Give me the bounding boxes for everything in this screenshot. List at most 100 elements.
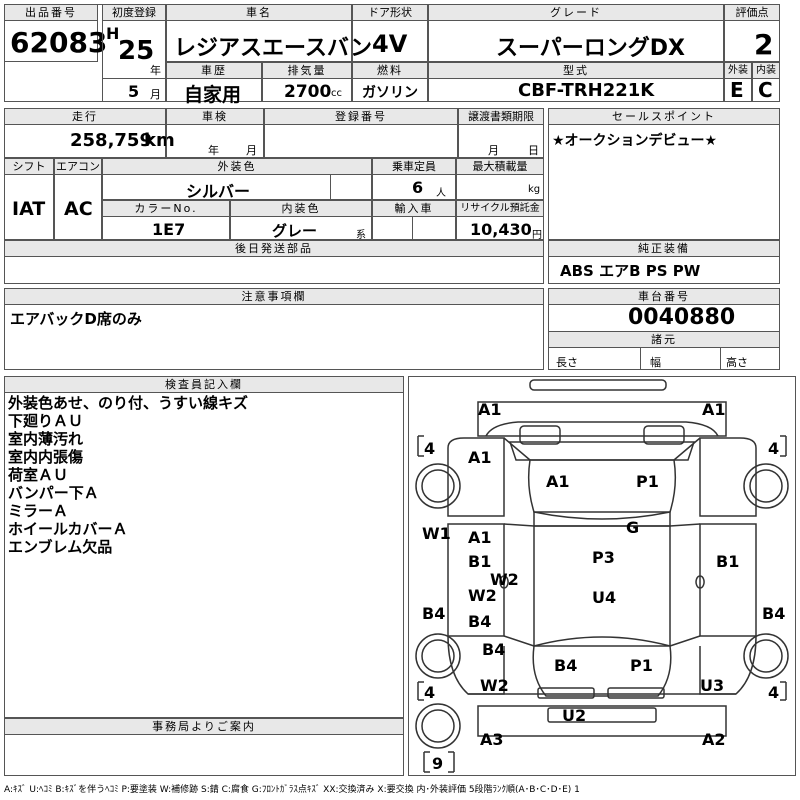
mark-rear-bumper-top: U2 [562, 706, 587, 725]
grade-cell [428, 4, 724, 62]
load-unit: kg [528, 184, 541, 195]
inspector-label: 検査員記入欄 [5, 377, 403, 393]
lot-no-cell [4, 4, 98, 62]
model-code: CBF-TRH221K [518, 80, 655, 101]
inspector-line: 下廻りＡＵ [8, 412, 84, 430]
mileage-cell [4, 108, 166, 158]
notes: エアバックD席のみ [10, 310, 142, 328]
inspector-line: ミラーＡ [8, 502, 69, 520]
int-color: グレー [272, 222, 318, 240]
history: 自家用 [184, 84, 242, 106]
mark-roof-rear: U4 [592, 588, 617, 607]
tire-rear-left: 4 [424, 683, 436, 702]
door-label: ドア形状 [353, 5, 427, 21]
int-cell [752, 62, 780, 102]
mileage-unit: km [144, 130, 175, 151]
model-code-cell [428, 62, 724, 102]
parts-cell [4, 240, 544, 284]
capacity: 6 [412, 178, 424, 197]
color-cell [102, 158, 372, 200]
reg-no-label: 登録番号 [265, 109, 457, 125]
lot-no-label: 出品番号 [5, 5, 97, 21]
mileage-label: 走行 [5, 109, 165, 125]
equipment: ABS エアB PS PW [560, 262, 701, 280]
mark-rear-door-right: P1 [630, 656, 653, 675]
score-label: 評価点 [725, 5, 779, 21]
dims-label: 諸元 [549, 331, 779, 348]
mark-right-rear: U3 [700, 676, 725, 695]
mark-glass: G [626, 518, 640, 537]
equipment-label: 純正装備 [549, 241, 779, 257]
notes-cell [4, 288, 544, 370]
mark-left-door: B1 [468, 552, 492, 571]
grade-label: グレード [429, 5, 723, 21]
mark-left-door-mid: W2 [490, 570, 519, 589]
score: 2 [754, 28, 774, 61]
inspector-line: 室内内張傷 [8, 448, 84, 466]
tire-front-right: 4 [768, 439, 780, 458]
door: 4V [372, 30, 408, 58]
dim-width: 幅 [650, 356, 661, 369]
color-no-label: カラーNo. [103, 201, 229, 217]
inspector-cell [4, 376, 404, 718]
ac-label: エアコン [55, 159, 101, 175]
load-cell [456, 158, 544, 200]
int-color-cell [230, 200, 372, 240]
displacement-unit: cc [331, 88, 342, 99]
lot-no: 62083 [10, 26, 108, 59]
recycle-cell [456, 200, 544, 240]
mark-front-left: A1 [478, 400, 502, 419]
chassis-no: 0040880 [628, 305, 736, 330]
fuel-label: 燃料 [353, 63, 427, 79]
chassis-label: 車台番号 [549, 289, 779, 305]
capacity-cell [372, 158, 456, 200]
mark-left-step: B4 [422, 604, 446, 623]
equipment-cell [548, 240, 780, 284]
int-score: C [758, 78, 773, 102]
deadline-cell [458, 108, 544, 158]
displacement: 2700 [284, 82, 332, 102]
color-no-cell [102, 200, 230, 240]
office-cell [4, 718, 404, 776]
mark-left-panel: B4 [468, 612, 492, 631]
mileage: 258,759 [70, 130, 152, 151]
load-label: 最大積載量 [457, 159, 543, 175]
first-reg-label: 初度登録 [103, 5, 165, 21]
era: H [106, 24, 120, 43]
fuel-cell [352, 62, 428, 102]
fuel: ガソリン [362, 85, 418, 101]
model-label: 車名 [167, 5, 351, 21]
score-cell [724, 4, 780, 62]
recycle-label: リサイクル預託金 [457, 201, 543, 217]
deadline-day-unit: 日 [528, 144, 539, 157]
inspector-line: バンパー下Ａ [8, 484, 99, 502]
capacity-unit: 人 [436, 188, 446, 199]
door-cell [352, 4, 428, 62]
ac-cell [54, 158, 102, 240]
mark-hood-right: P1 [636, 472, 659, 491]
grade: スーパーロングDX [496, 36, 686, 61]
first-reg-cell [102, 4, 166, 102]
inspection-label: 車検 [167, 109, 263, 125]
mark-left-quarter: B4 [482, 640, 506, 659]
displacement-label: 排気量 [263, 63, 351, 79]
recycle: 10,430 [470, 220, 532, 239]
mark-rear-bumper-right: A2 [702, 730, 726, 749]
color-label: 外装色 [103, 159, 371, 175]
office-label: 事務局よりご案内 [5, 719, 403, 735]
int-label: 内装 [753, 63, 779, 79]
shift-cell [4, 158, 54, 240]
notes-label: 注意事項欄 [5, 289, 543, 305]
spare-tire: 9 [432, 754, 444, 773]
history-label: 車歴 [167, 63, 261, 79]
inspector-line: エンブレム欠品 [8, 538, 113, 556]
reg-year: 25 [118, 36, 155, 66]
mark-right-step: B4 [762, 604, 786, 623]
model-cell [166, 4, 352, 62]
int-color-label: 内装色 [231, 201, 371, 217]
displacement-cell [262, 62, 352, 102]
shift: IAT [12, 198, 46, 220]
reg-month: 5 [128, 82, 140, 101]
mark-left-door-front: A1 [468, 528, 492, 547]
mark-hood: A1 [546, 472, 570, 491]
